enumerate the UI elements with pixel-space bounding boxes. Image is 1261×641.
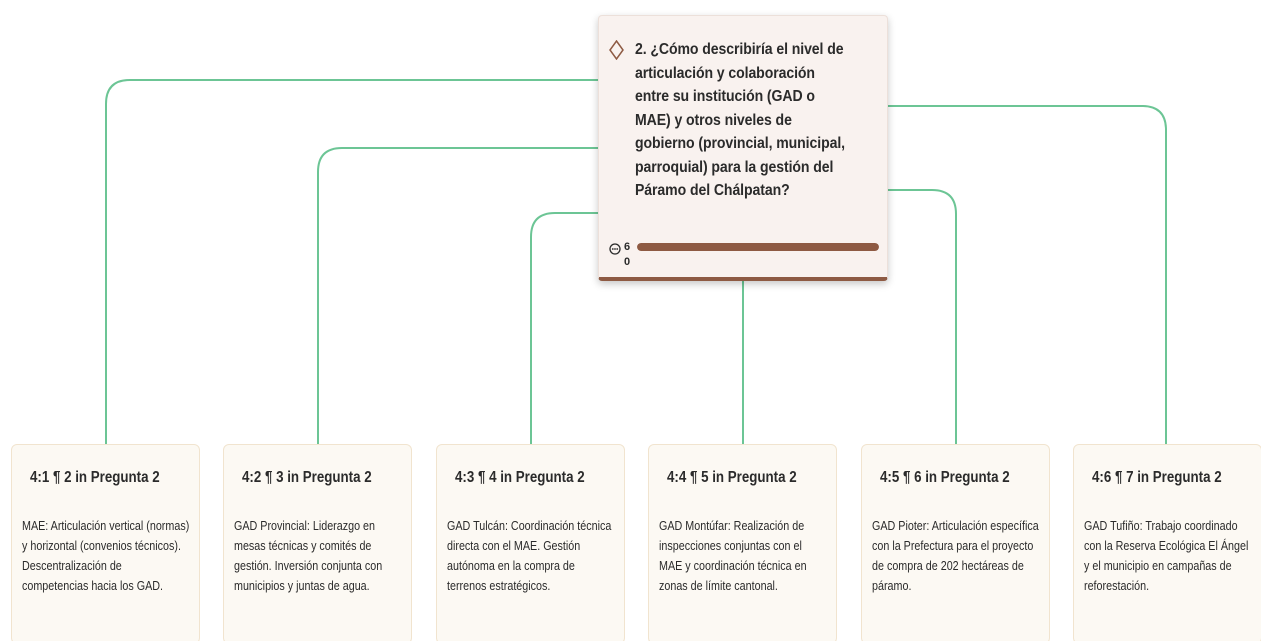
connector-quote-2 <box>317 147 598 444</box>
quotation-text: GAD Tufiño: Trabajo coordinado con la Re… <box>1084 519 1249 593</box>
quotation-text: GAD Montúfar: Realización de inspeccione… <box>659 519 807 593</box>
quotation-count: 6 <box>624 241 631 253</box>
quotation-density-bar-fill <box>637 243 879 251</box>
quotation-text: GAD Tulcán: Coordinación técnica directa… <box>447 519 612 593</box>
quotation-node[interactable]: 4:2 ¶ 3 in Pregunta 2 GAD Provincial: Li… <box>223 444 412 641</box>
quotation-title: 4:1 ¶ 2 in Pregunta 2 <box>30 469 160 486</box>
quotation-density-bar <box>637 243 879 251</box>
quotation-text: GAD Provincial: Liderazgo en mesas técni… <box>234 519 383 593</box>
code-title: 2. ¿Cómo describiría el nivel de articul… <box>635 41 845 199</box>
quotation-node[interactable]: 4:1 ¶ 2 in Pregunta 2 MAE: Articulación … <box>11 444 200 641</box>
quotation-title: 4:3 ¶ 4 in Pregunta 2 <box>455 469 585 486</box>
connector-quote-1 <box>105 79 598 444</box>
quotation-node[interactable]: 4:4 ¶ 5 in Pregunta 2 GAD Montúfar: Real… <box>648 444 837 641</box>
quotation-text: MAE: Articulación vertical (normas) y ho… <box>22 519 190 593</box>
quotation-title: 4:4 ¶ 5 in Pregunta 2 <box>667 469 797 486</box>
quotation-title: 4:5 ¶ 6 in Pregunta 2 <box>880 469 1010 486</box>
secondary-count: 0 <box>624 256 631 268</box>
quotation-text: GAD Pioter: Articulación específica con … <box>872 519 1039 593</box>
quotation-title: 4:6 ¶ 7 in Pregunta 2 <box>1092 469 1222 486</box>
code-node[interactable]: 2. ¿Cómo describiría el nivel de articul… <box>598 15 888 281</box>
connector-quote-6 <box>888 105 1167 444</box>
quotation-count-icon <box>609 243 621 255</box>
quotation-title: 4:2 ¶ 3 in Pregunta 2 <box>242 469 372 486</box>
quotation-node[interactable]: 4:6 ¶ 7 in Pregunta 2 GAD Tufiño: Trabaj… <box>1073 444 1261 641</box>
diamond-icon <box>609 40 624 60</box>
quotation-node[interactable]: 4:3 ¶ 4 in Pregunta 2 GAD Tulcán: Coordi… <box>436 444 625 641</box>
connector-quote-5 <box>888 189 957 444</box>
connector-quote-3 <box>530 212 598 444</box>
quotation-node[interactable]: 4:5 ¶ 6 in Pregunta 2 GAD Pioter: Articu… <box>861 444 1050 641</box>
